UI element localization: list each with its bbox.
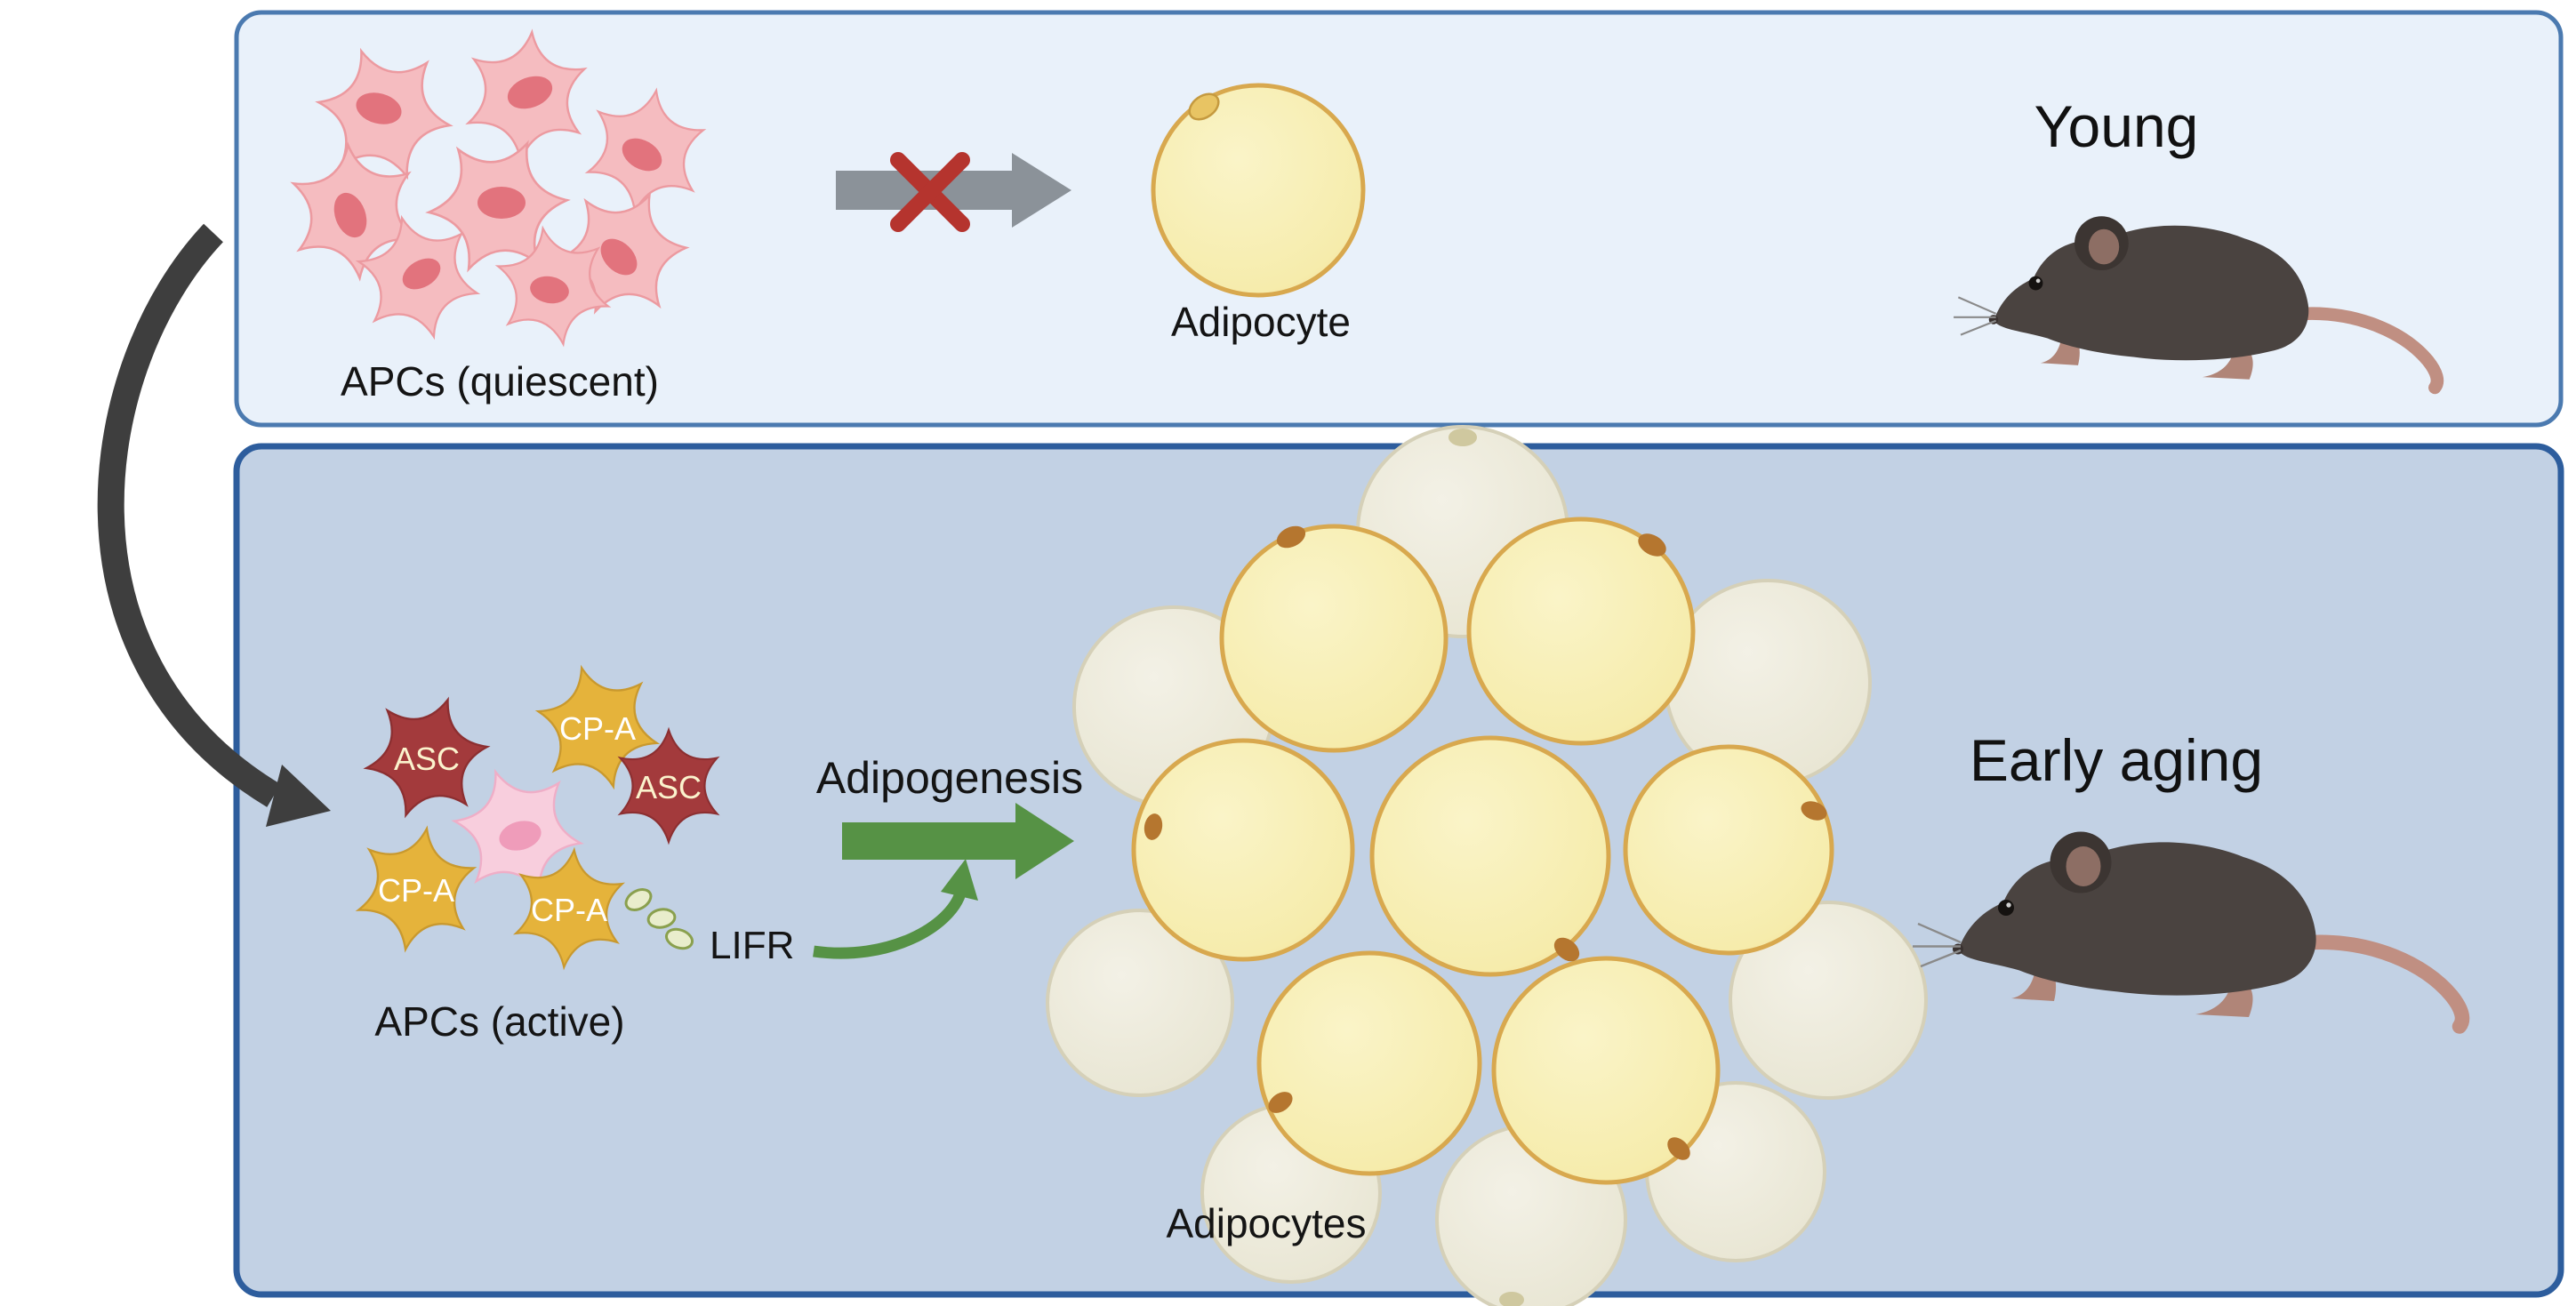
- adipocyte-nucleus: [1667, 1137, 1690, 1160]
- adipocyte-cell: [1491, 956, 1721, 1185]
- cpa-cell-label: CP-A: [531, 892, 607, 928]
- asc-cell-label: ASC: [636, 769, 702, 805]
- cell-nucleus: [477, 187, 526, 219]
- young-panel: APCs (quiescent) Adipocyte Young: [234, 10, 2564, 428]
- adipocyte-cell: [1369, 735, 1611, 977]
- cell-nucleus: [507, 76, 553, 109]
- cell-nucleus: [333, 192, 367, 238]
- cpa-cell-label: CP-A: [378, 872, 454, 909]
- adipocyte-nucleus: [1268, 1092, 1293, 1113]
- asc-cell-label: ASC: [394, 741, 460, 777]
- adipocyte-nucleus: [1144, 813, 1163, 840]
- blocked-x-icon: [890, 152, 970, 232]
- adipocyte-nucleus: [1638, 533, 1666, 557]
- cpa-cell-label: CP-A: [559, 710, 636, 747]
- active-apc-label: APCs (active): [374, 998, 624, 1045]
- lifr-receptor-icon: [624, 888, 694, 950]
- adipogenesis-label: Adipogenesis: [816, 753, 1083, 803]
- cell-nucleus: [499, 821, 542, 851]
- adipocyte-nucleus: [1553, 937, 1580, 962]
- adipocyte-nucleus: [1801, 801, 1827, 821]
- quiescent-apc-cluster: [289, 17, 728, 360]
- cell-nucleus: [622, 138, 662, 172]
- cell-nucleus: [600, 238, 638, 276]
- pale-adipocyte: [1046, 909, 1234, 1097]
- adipocyte-nucleus: [1276, 525, 1306, 549]
- adipocyte-cell: [1131, 738, 1355, 962]
- lifr-signal-arrow: [813, 859, 978, 959]
- adipocyte-cluster: [1046, 425, 1928, 1306]
- blocked-differentiation-arrow: [836, 152, 1071, 232]
- quiescent-apc-label: APCs (quiescent): [341, 358, 659, 405]
- young-title: Young: [2034, 93, 2199, 159]
- early-aging-panel: CP-A ASC ASC CP-A CP-A LIFR APCs (active…: [233, 425, 2564, 1306]
- adipocyte-label: Adipocyte: [1171, 299, 1351, 345]
- adipogenesis-arrow: [842, 803, 1074, 879]
- pale-adipocyte: [1729, 901, 1928, 1100]
- active-apc-cluster: CP-A ASC ASC CP-A CP-A LIFR: [333, 659, 794, 981]
- adipocyte-cell: [1623, 744, 1834, 956]
- blocked-arrow-shape: [836, 153, 1071, 228]
- cell-nucleus: [356, 92, 402, 124]
- adipocyte-single: [1151, 83, 1366, 298]
- young-panel-frame: [234, 10, 2564, 428]
- adipocytes-label: Adipocytes: [1166, 1200, 1366, 1246]
- transition-arrow: [97, 223, 331, 827]
- pale-adipocyte-nucleus: [1499, 1292, 1524, 1306]
- adipocyte-cell: [1151, 83, 1366, 298]
- cell-nucleus: [530, 276, 569, 304]
- adipocyte-cell: [1219, 524, 1448, 753]
- lifr-label: LIFR: [710, 924, 794, 967]
- cell-nucleus: [402, 258, 441, 290]
- adipocyte-nucleus: [1188, 92, 1220, 121]
- early-aging-title: Early aging: [1970, 727, 2263, 793]
- adipocyte-cell: [1466, 517, 1696, 746]
- pale-adipocyte-nucleus: [1448, 429, 1477, 446]
- adipocyte-cell: [1256, 950, 1482, 1176]
